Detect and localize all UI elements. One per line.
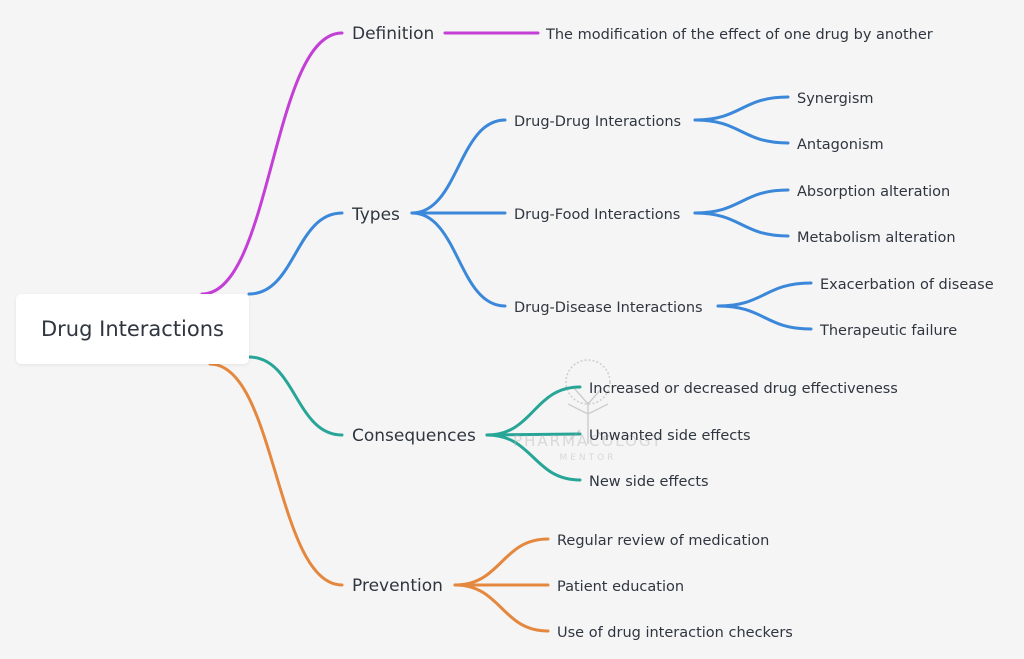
edge-types-drugdrug <box>410 118 507 215</box>
edge-prevention-review <box>453 537 550 587</box>
consequence-new: New side effects <box>589 474 709 490</box>
branch-definition: Definition <box>352 24 434 44</box>
edge-consequence-new <box>485 433 582 482</box>
edge-root-types <box>247 211 344 296</box>
edge-drugdrug-synergism <box>693 95 790 122</box>
definition-text: The modification of the effect of one dr… <box>545 27 933 43</box>
node-labels: Definition The modification of the effec… <box>351 24 994 641</box>
edge-drugdisease-failure <box>716 304 813 331</box>
prevention-review: Regular review of medication <box>557 533 769 549</box>
branch-consequences: Consequences <box>352 426 476 446</box>
consequence-unwanted: Unwanted side effects <box>589 428 751 444</box>
edge-drugdrug-antagonism <box>693 118 790 145</box>
prevention-education: Patient education <box>557 579 684 595</box>
leaf-metabolism-alteration: Metabolism alteration <box>797 230 956 246</box>
connector-lines <box>200 31 813 633</box>
leaf-exacerbation: Exacerbation of disease <box>820 277 994 293</box>
type-drug-food: Drug-Food Interactions <box>514 207 680 223</box>
edge-consequence-effectiveness <box>485 385 582 437</box>
leaf-antagonism: Antagonism <box>797 137 884 153</box>
prevention-checkers: Use of drug interaction checkers <box>557 625 793 641</box>
leaf-therapeutic-failure: Therapeutic failure <box>819 323 957 339</box>
edge-prevention-checkers <box>453 583 550 633</box>
edge-consequence-unwanted <box>485 432 582 437</box>
watermark: PHARMACOLOGY MENTOR <box>513 359 663 463</box>
edge-types-drugdisease <box>410 211 507 308</box>
branch-types: Types <box>351 205 400 225</box>
watermark-line1: PHARMACOLOGY <box>513 432 663 450</box>
watermark-line2: MENTOR <box>559 453 616 463</box>
branch-prevention: Prevention <box>352 576 443 596</box>
edge-drugfood-metabolism <box>693 211 790 238</box>
edge-root-prevention <box>208 362 344 587</box>
edge-root-consequences <box>247 355 344 437</box>
leaf-absorption-alteration: Absorption alteration <box>797 184 950 200</box>
type-drug-drug: Drug-Drug Interactions <box>514 114 681 130</box>
root-node[interactable]: Drug Interactions <box>16 294 249 364</box>
tree-icon <box>565 359 611 444</box>
leaf-synergism: Synergism <box>797 91 874 107</box>
consequence-effectiveness: Increased or decreased drug effectivenes… <box>589 381 898 397</box>
edge-root-definition <box>200 31 344 296</box>
edge-drugfood-absorption <box>693 188 790 215</box>
root-label: Drug Interactions <box>41 317 224 341</box>
type-drug-disease: Drug-Disease Interactions <box>514 300 703 316</box>
edge-drugdisease-exacerbation <box>716 281 813 308</box>
